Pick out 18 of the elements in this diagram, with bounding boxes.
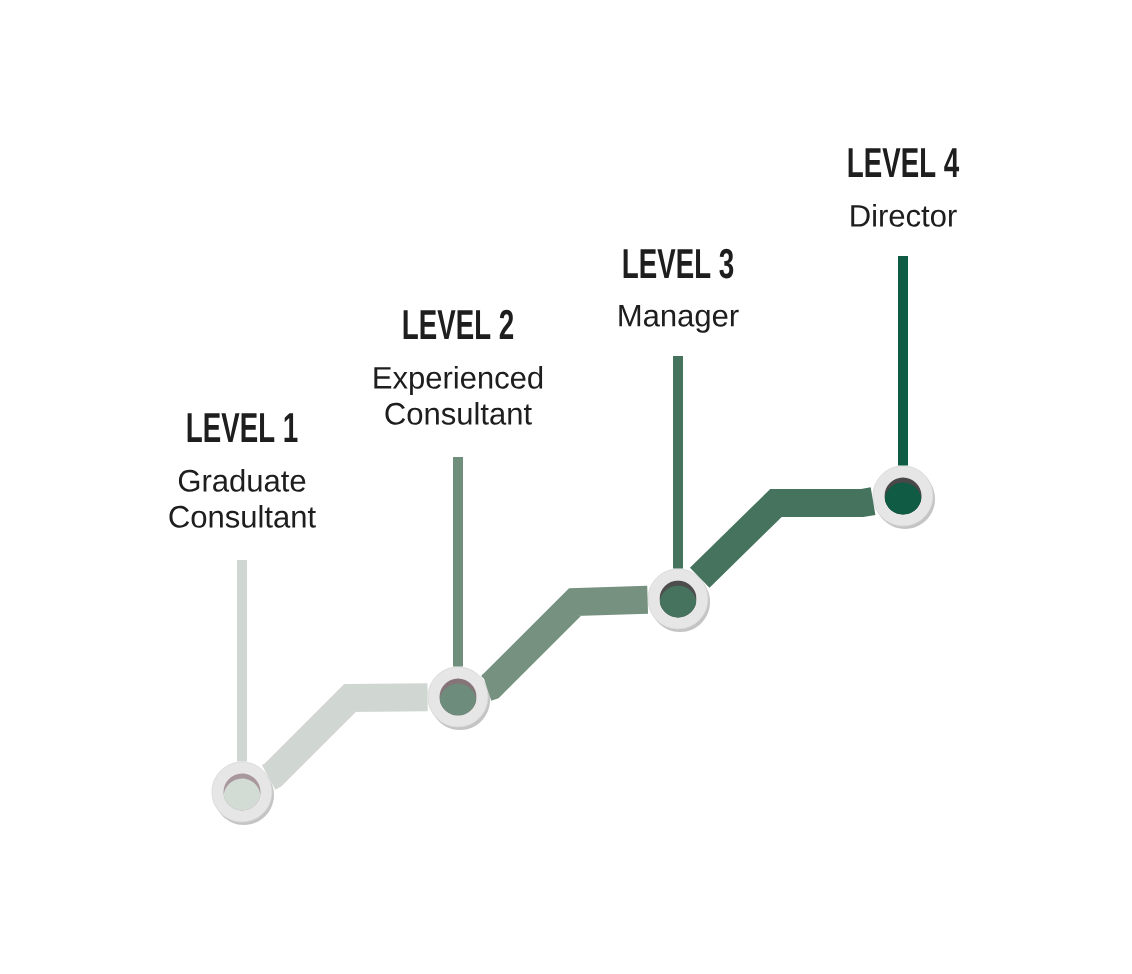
path-band [689, 487, 876, 588]
pole-line [898, 256, 908, 466]
pole-line [453, 457, 463, 667]
ring-marker [647, 568, 710, 632]
level-heading: LEVEL 1 [187, 413, 298, 442]
ring-marker [211, 761, 274, 825]
pole-line [237, 560, 247, 762]
ring-marker [872, 465, 935, 529]
job-title: Experienced Consultant [374, 366, 543, 425]
path-band [259, 683, 428, 790]
job-title: Graduate Consultant [169, 469, 316, 528]
ring-marker [427, 666, 490, 730]
job-title: Manager [619, 305, 739, 333]
level-heading: LEVEL 2 [403, 309, 514, 339]
level-heading: LEVEL 3 [623, 248, 734, 279]
job-title: Director [851, 204, 957, 227]
pole-line [673, 356, 683, 569]
level-heading: LEVEL 4 [848, 148, 960, 177]
